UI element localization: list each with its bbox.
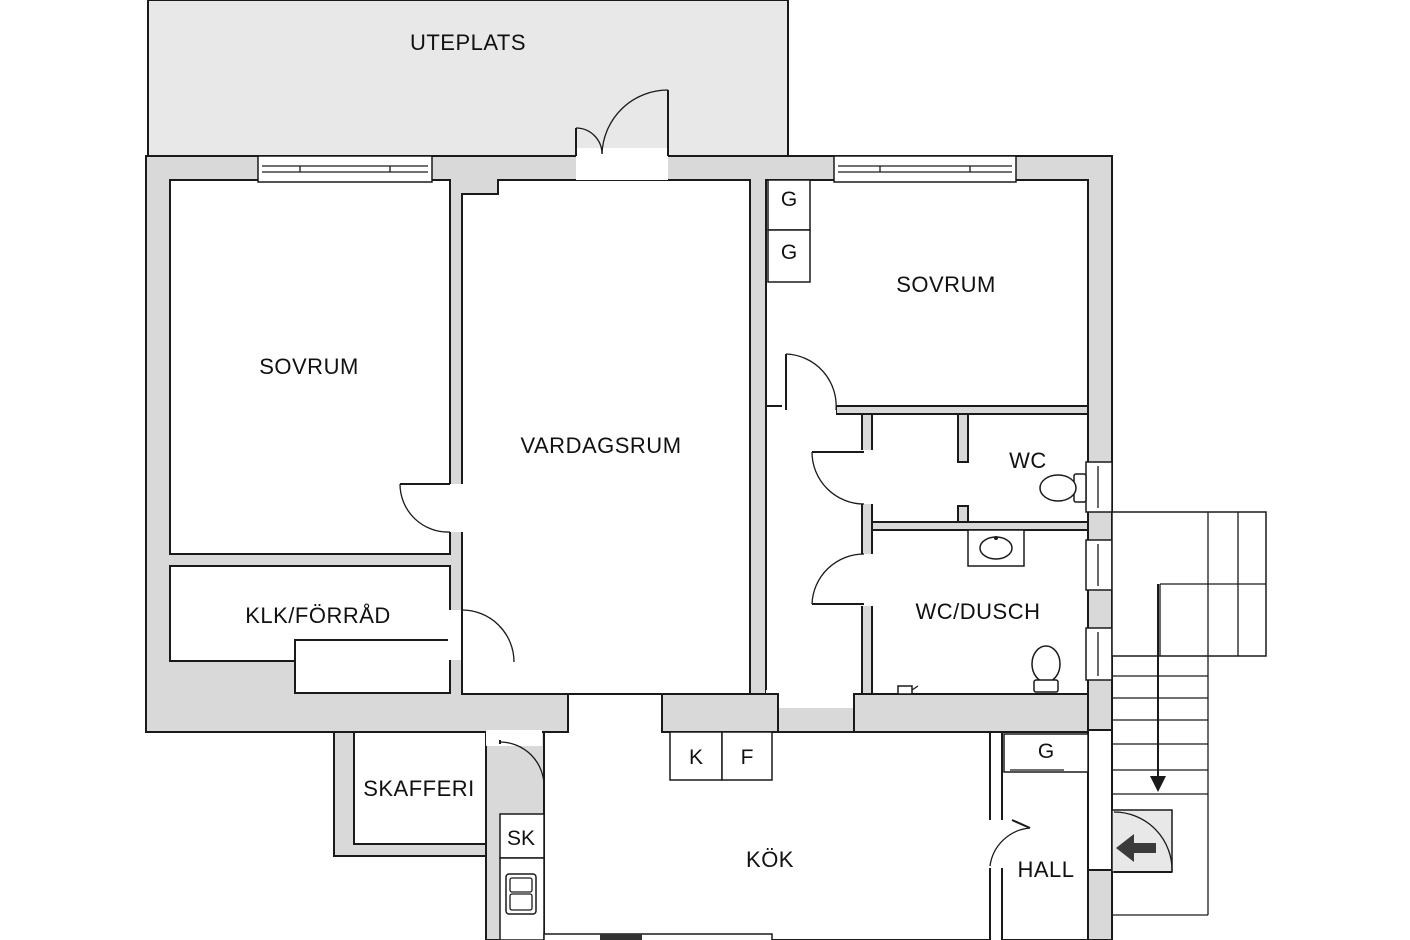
shower-mixer-icon (897, 685, 919, 695)
entrance-arrow-icon (1116, 834, 1156, 862)
label-sovrum-right: SOVRUM (896, 272, 996, 297)
staircase (1111, 511, 1267, 916)
label-hall: HALL (1017, 857, 1074, 882)
countertop (543, 933, 773, 940)
label-uteplats: UTEPLATS (410, 30, 526, 55)
garderob-2: G (767, 229, 811, 283)
toilet-dusch-icon (1031, 645, 1061, 693)
door-sovrum-right (782, 353, 837, 416)
room-sovrum-left (169, 179, 451, 555)
room-klk-forrad-ext (294, 639, 451, 694)
garderob-1-label: G (781, 188, 797, 211)
door-wc-dusch (811, 553, 876, 606)
label-kok: KÖK (746, 847, 794, 872)
label-vardagsrum: VARDAGSRUM (520, 433, 681, 458)
room-wc (871, 413, 1089, 523)
door-wc (811, 450, 876, 505)
window-sovrum-right (833, 155, 1017, 183)
door-hall (988, 819, 1031, 868)
kyl-label: K (689, 746, 703, 769)
skap-label: SK (507, 827, 535, 850)
label-wc: WC (1009, 448, 1047, 473)
frys-appliance: F (721, 731, 773, 781)
garderob-hall-label: G (1038, 740, 1054, 763)
door-sovrum-left (399, 483, 464, 533)
skap-cabinet: SK (499, 813, 545, 859)
door-klk (448, 609, 515, 663)
kyl-appliance: K (669, 731, 723, 781)
label-wc-dusch: WC/DUSCH (916, 599, 1041, 624)
terrace-door (575, 89, 669, 180)
washbasin-icon (967, 529, 1025, 567)
window-sovrum-left (257, 155, 433, 183)
room-vardagsrum (461, 179, 751, 695)
window-wc-dusch-1 (1085, 539, 1113, 591)
label-skafferi: SKAFFERI (363, 776, 475, 801)
garderob-hall: G (1003, 733, 1089, 773)
garderob-2-label: G (781, 241, 797, 264)
sink-icon (499, 857, 545, 940)
frys-label: F (741, 746, 754, 769)
toilet-wc-icon (1039, 473, 1087, 503)
terrace-area (147, 0, 789, 157)
window-wc (1085, 461, 1113, 513)
partition-corridor-kitchen (661, 693, 779, 733)
window-wc-dusch-2 (1085, 627, 1113, 681)
garderob-1: G (767, 179, 811, 231)
label-sovrum-left: SOVRUM (259, 354, 359, 379)
label-klk-forrad: KLK/FÖRRÅD (245, 603, 391, 628)
room-skafferi (353, 731, 487, 845)
partition-wc-block (853, 693, 1089, 733)
entrance-door (1111, 809, 1173, 873)
door-skafferi (486, 730, 545, 787)
